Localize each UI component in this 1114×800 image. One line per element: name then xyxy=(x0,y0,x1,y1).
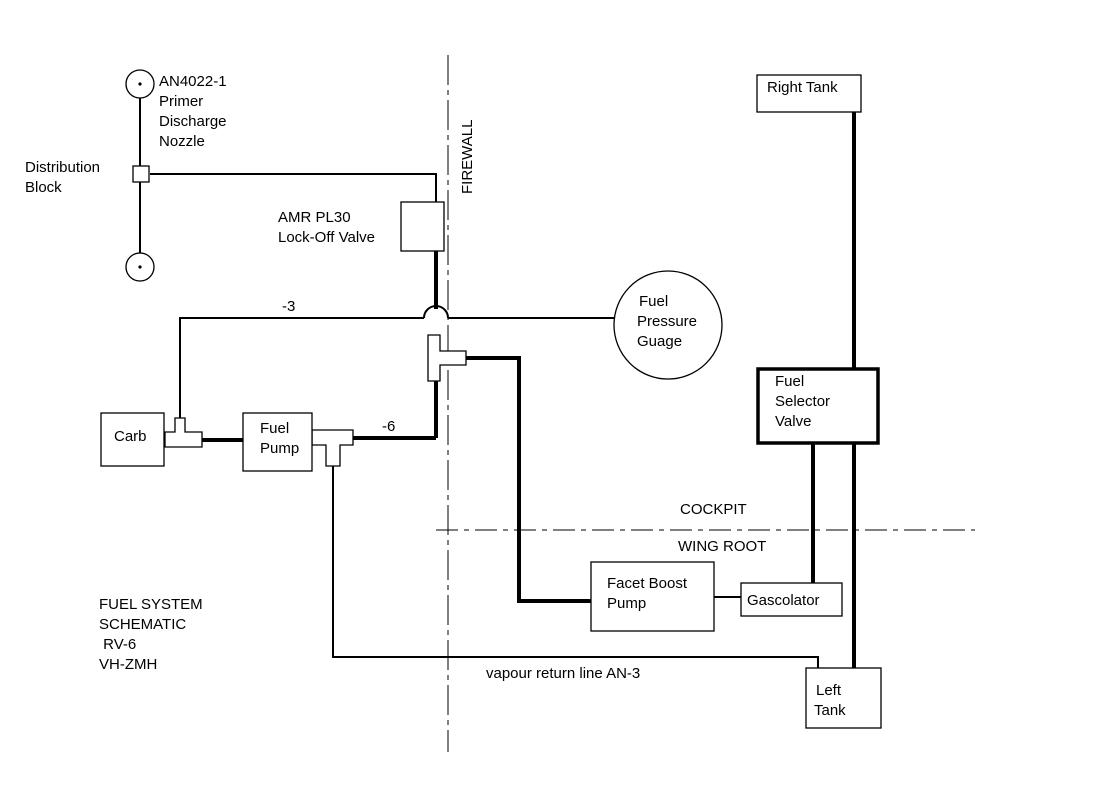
vapour-return-label: vapour return line AN-3 xyxy=(486,665,640,682)
carb xyxy=(100,412,165,467)
fuel-pump-label-line1: Fuel xyxy=(260,420,289,437)
upper-nozzle-dot xyxy=(138,82,142,86)
nozzle-label-line4: Nozzle xyxy=(159,133,205,150)
gauge-label-line2: Pressure xyxy=(637,313,697,330)
gauge-label-line3: Guage xyxy=(637,333,682,350)
distribution-block-label-line2: Block xyxy=(25,179,62,196)
nozzle-label-line1: AN4022-1 xyxy=(159,73,227,90)
distribution-block xyxy=(132,165,150,183)
upper-tee-fitting xyxy=(427,334,467,382)
selector-label-line1: Fuel xyxy=(775,373,804,390)
left-tank xyxy=(805,667,882,729)
title-line2: SCHEMATIC xyxy=(99,616,186,633)
carb-tee-fitting xyxy=(164,417,203,448)
lockoff-valve-label-line2: Lock-Off Valve xyxy=(278,229,375,246)
right-tank xyxy=(756,74,862,113)
vapour-return-line xyxy=(332,466,819,669)
line-crossover-hump xyxy=(423,305,449,319)
selector-label-line2: Selector xyxy=(775,393,830,410)
boost-pump-line xyxy=(466,356,591,603)
boost-pump-label-line2: Pump xyxy=(607,595,646,612)
right-tank-label: Right Tank xyxy=(767,79,838,96)
fuel-pump-label-line2: Pump xyxy=(260,440,299,457)
lower-nozzle-dot xyxy=(138,265,142,269)
fuel-pressure-gauge xyxy=(613,270,723,380)
cockpit-label: COCKPIT xyxy=(680,501,747,518)
title-line4: VH-ZMH xyxy=(99,656,157,673)
gauge-label-line1: Fuel xyxy=(639,293,668,310)
nozzle-label-line2: Primer xyxy=(159,93,203,110)
line-minus3-label: -3 xyxy=(282,298,295,315)
boost-pump-label-line1: Facet Boost xyxy=(607,575,688,592)
pressure-line-minus3 xyxy=(179,317,424,420)
gascolator-label: Gascolator xyxy=(747,592,820,609)
line-minus6-label: -6 xyxy=(382,418,395,435)
fuel-selector-valve xyxy=(756,367,880,445)
lockoff-valve xyxy=(400,201,445,252)
primer-feed-line xyxy=(150,173,437,202)
nozzle-label-line3: Discharge xyxy=(159,113,227,130)
lockoff-valve-label-line1: AMR PL30 xyxy=(278,209,351,226)
distribution-block-label-line1: Distribution xyxy=(25,159,100,176)
title-line3: RV-6 xyxy=(99,636,136,653)
facet-boost-pump xyxy=(590,561,715,632)
title-line1: FUEL SYSTEM xyxy=(99,596,203,613)
carb-label: Carb xyxy=(114,428,147,445)
selector-label-line3: Valve xyxy=(775,413,811,430)
gascolator xyxy=(740,582,843,617)
wing-root-label: WING ROOT xyxy=(678,538,766,555)
firewall-label: FIREWALL xyxy=(459,120,476,194)
pump-tee-fitting xyxy=(311,429,354,467)
fuel-pump xyxy=(242,412,313,472)
left-tank-label-line2: Tank xyxy=(814,702,846,719)
left-tank-label-line1: Left xyxy=(816,682,842,699)
